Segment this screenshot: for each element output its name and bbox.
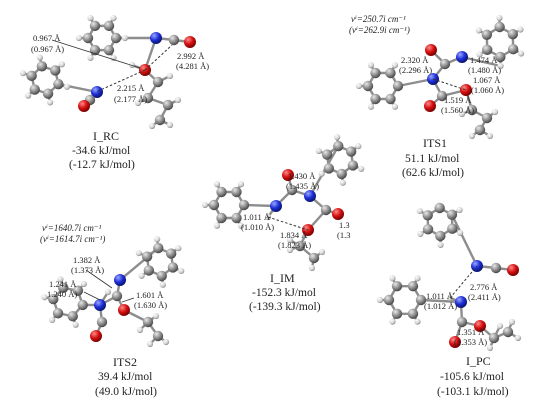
its1-energy-alt: (62.6 kJ/mol) <box>402 167 464 179</box>
its2-dist-d: 1.240 Å) <box>47 289 78 299</box>
pc-energy-alt: (-103.1 kJ/mol) <box>437 386 509 398</box>
im-dist-e: 1.834 Å <box>280 230 308 240</box>
pc-dist-e: 1.351 Å <box>457 327 485 337</box>
rc-name: I_RC <box>93 129 120 143</box>
pc-dist-b: (1.012 Å) <box>424 301 458 311</box>
its2-dist-b: (1.373 Å) <box>71 265 105 275</box>
im-energy-alt: (-139.3 kJ/mol) <box>249 301 321 313</box>
molecule-im <box>201 134 365 272</box>
its2-frequency: vⁱ=1640.7i cm⁻¹ <box>42 223 102 233</box>
im-name: I_IM <box>270 271 295 285</box>
molecule-its1 <box>355 14 525 140</box>
pc-dist-c: 2.776 Å <box>470 282 498 292</box>
rc-dist-b: (0.967 Å) <box>31 44 65 54</box>
its1-dist-e: 1.067 Å <box>473 75 501 85</box>
its2-dist-f: (1.630 Å) <box>134 300 168 310</box>
its1-energy: 51.1 kJ/mol <box>405 153 460 165</box>
dashed-bond-lines <box>51 39 478 303</box>
im-dist-b: (1.435 Å) <box>286 181 320 191</box>
im-dist-c: 1.011 Å <box>243 212 271 222</box>
im-dist-g: 1.3 <box>339 220 350 230</box>
im-dist-h: (1.3 <box>337 230 351 240</box>
its1-dist-g: 1.519 Å <box>444 95 472 105</box>
molecule-pc <box>376 202 522 352</box>
its2-frequency-alt: (vⁱ=1614.7i cm⁻¹) <box>40 234 106 244</box>
rc-energy: -34.6 kJ/mol <box>72 145 131 157</box>
its2-dist-a: 1.382 Å <box>73 255 101 265</box>
its2-dist-c: 1.241 Å <box>49 279 77 289</box>
pc-energy: -105.6 kJ/mol <box>440 371 504 383</box>
its1-dist-c: 1.474 Å <box>470 55 498 65</box>
rc-energy-alt: (-12.7 kJ/mol) <box>69 159 135 171</box>
im-energy: -152.3 kJ/mol <box>252 287 316 299</box>
its1-dist-d: (1.480 Å) <box>468 65 502 75</box>
its2-dist-e: 1.601 Å <box>136 290 164 300</box>
its1-dist-f: (1.060 Å) <box>471 85 505 95</box>
rc-dist-a: 0.967 Å <box>33 33 61 43</box>
its2-energy: 39.4 kJ/mol <box>98 371 153 383</box>
pc-name: I_PC <box>466 354 491 368</box>
its2-energy-alt: (49.0 kJ/mol) <box>95 386 157 398</box>
rc-dist-c: 2.992 Å <box>177 51 205 61</box>
rc-dist-f: (2.177 Å) <box>114 94 148 104</box>
its2-name: ITS2 <box>113 355 137 369</box>
molecule-models <box>19 14 525 352</box>
its1-dist-a: 2.320 Å <box>401 55 429 65</box>
im-dist-a: 1.430 Å <box>288 171 316 181</box>
molecule-its2 <box>41 236 185 348</box>
im-dist-f: (1.823 Å) <box>278 240 312 250</box>
rc-dist-d: (4.281 Å) <box>176 61 210 71</box>
its1-name: ITS1 <box>423 136 447 150</box>
rc-dist-e: 2.215 Å <box>117 83 145 93</box>
its1-frequency-alt: (vⁱ=262.9i cm⁻¹) <box>349 25 410 35</box>
its1-dist-h: (1.560 Å) <box>441 105 475 115</box>
its1-dist-b: (2.296 Å) <box>399 65 433 75</box>
pc-dist-a: 1.011 Å <box>426 291 454 301</box>
im-dist-d: (1.010 Å) <box>241 222 275 232</box>
pc-dist-d: (2.411 Å) <box>468 292 501 302</box>
pc-dist-f: (1.353 Å) <box>454 337 488 347</box>
its1-frequency: vⁱ=250.7i cm⁻¹ <box>351 14 406 24</box>
molecule-rc <box>19 14 196 130</box>
